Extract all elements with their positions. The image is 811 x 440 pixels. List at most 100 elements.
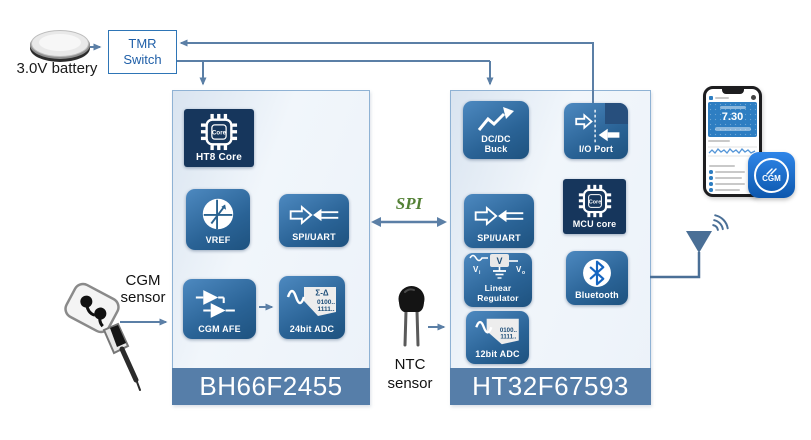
io-port-block: I/O Port [564,103,628,159]
ht8-core-block: Core HT8 Core [184,109,254,167]
cgm-app-icon: CGM [748,152,795,198]
phone-notch [721,89,744,94]
record-row [709,181,756,187]
ldo-circuit-icon: V V i V o [469,254,525,280]
tmr-switch-label-line2: Switch [123,52,162,67]
bluetooth-icon [583,258,611,287]
chip-ht32f67593: DC/DC Buck I/O Port [450,90,651,405]
adc24-block: Σ-Δ 0100.. 1111.. 24bit ADC [279,276,345,339]
tmr-switch-block: TMR Switch [108,30,177,74]
adc24-label: 24bit ADC [289,324,335,335]
vref-label: VREF [205,235,231,246]
record-text-placeholder [714,183,745,185]
cgm-app-icon-ring: CGM [754,157,789,193]
ldo-vin-text: V [473,265,479,274]
io-port-corner-square [605,103,628,124]
bluetooth-block: Bluetooth [566,251,628,305]
antenna-icon [686,231,712,253]
measurement-records-section [706,165,759,193]
core-icon-text: Core [588,199,601,205]
spi-bus-arrowhead-right [437,217,447,227]
dcdc-trend-arrow-icon [477,106,514,131]
linear-regulator-block: V V i V o Linear Regulator [464,253,532,307]
profile-avatar [751,95,756,100]
adc12-block: 0100.. 1111.. 12bit ADC [466,311,529,364]
core-icon-text: Core [212,130,227,137]
ntc-sensor-label: NTC sensor [378,356,442,394]
spi-uart-arrows-icon [474,205,524,226]
mcu-chip-icon: Core [200,113,238,151]
io-port-label: I/O Port [578,144,614,155]
reading-range-placeholder [714,126,751,131]
record-dot-icon [709,176,713,180]
cgm-sensor-label-line2: sensor [120,289,166,307]
left-chip-name: BH66F2455 [172,368,370,405]
vref-block: VREF [186,189,250,250]
settings-tab-icon [743,196,748,197]
app-title-placeholder [715,96,729,99]
spi-uart-arrows-icon [289,205,339,225]
cgm-app-icon-slashes [765,167,777,175]
io-arrows-icon [575,109,620,142]
right-spi-uart-label: SPI/UART [477,233,521,244]
cgm-sensor-label-line1: CGM [125,272,161,289]
sigma-delta-adc-icon: Σ-Δ 0100.. 1111.. [286,287,336,317]
ldo-vout-sub: o [522,270,525,276]
adc24-bits2: 1111.. [318,306,335,313]
right-chip-name: HT32F67593 [450,368,651,405]
mcu-core-block: Core MCU core [563,179,626,234]
chip-bh66f2455: Core HT8 Core VREF [172,90,370,405]
home-tab-icon [717,196,722,197]
cgm-sensor-label: CGM sensor [108,272,178,307]
left-spi-uart-label: SPI/UART [292,232,336,243]
reading-caption-placeholder [719,106,746,109]
left-spi-uart-block: SPI/UART [279,194,349,247]
record-row [709,187,756,193]
antenna-feed-wire [650,252,701,279]
mcu-chip-icon: Core [578,184,611,218]
record-row [709,175,756,181]
ldo-vout-text: V [516,265,522,274]
cgm-app-icon-text: CGM [762,173,781,183]
adc12-bits2: 1111.. [500,334,516,341]
records-title-placeholder [709,165,735,167]
ht8-core-label: HT8 Core [195,152,243,163]
app-logo-icon [709,95,713,100]
bluetooth-label: Bluetooth [575,290,619,301]
record-dot-icon [709,188,713,192]
mcu-core-label: MCU core [572,219,617,230]
record-text-placeholder [714,189,740,191]
phone-app-bar [706,94,759,101]
dcdc-buck-block: DC/DC Buck [463,101,529,159]
sigma-delta-text: Σ-Δ [315,289,328,298]
ntc-thermistor-icon [398,286,425,347]
dcdc-label-line2: Buck [484,144,508,155]
cgm-afe-label: CGM AFE [198,324,241,335]
record-dot-icon [709,170,713,174]
adc24-bits1: 0100.. [317,299,335,306]
vref-curve-icon [202,198,234,230]
spi-bus-arrowhead-left [371,217,381,227]
glucose-reading-value: 7.30 [721,111,744,123]
ldo-label-line1: Linear [484,283,512,294]
record-text-placeholder [714,177,742,179]
trends-title-placeholder [708,140,730,142]
ntc-sensor-label-line1: NTC [394,356,426,373]
record-text-placeholder [714,171,745,173]
right-spi-uart-block: SPI/UART [464,194,534,248]
record-dot-icon [709,182,713,186]
dcdc-label-line1: DC/DC [481,134,511,145]
ntc-sensor-label-line2: sensor [387,374,433,392]
battery-label: 3.0V battery [16,60,98,77]
amplifier-icon [195,289,235,318]
glucose-reading-panel: 7.30 [708,102,757,137]
record-row [709,169,756,175]
coin-battery-icon [30,30,90,62]
rf-signal-waves-icon [712,214,729,231]
cgm-sensor-photo [64,282,141,391]
cgm-afe-block: CGM AFE [183,279,256,339]
ldo-v-text: V [496,256,502,266]
tmr-switch-label-line1: TMR [128,36,157,52]
spi-bus-label: SPI [395,194,423,213]
